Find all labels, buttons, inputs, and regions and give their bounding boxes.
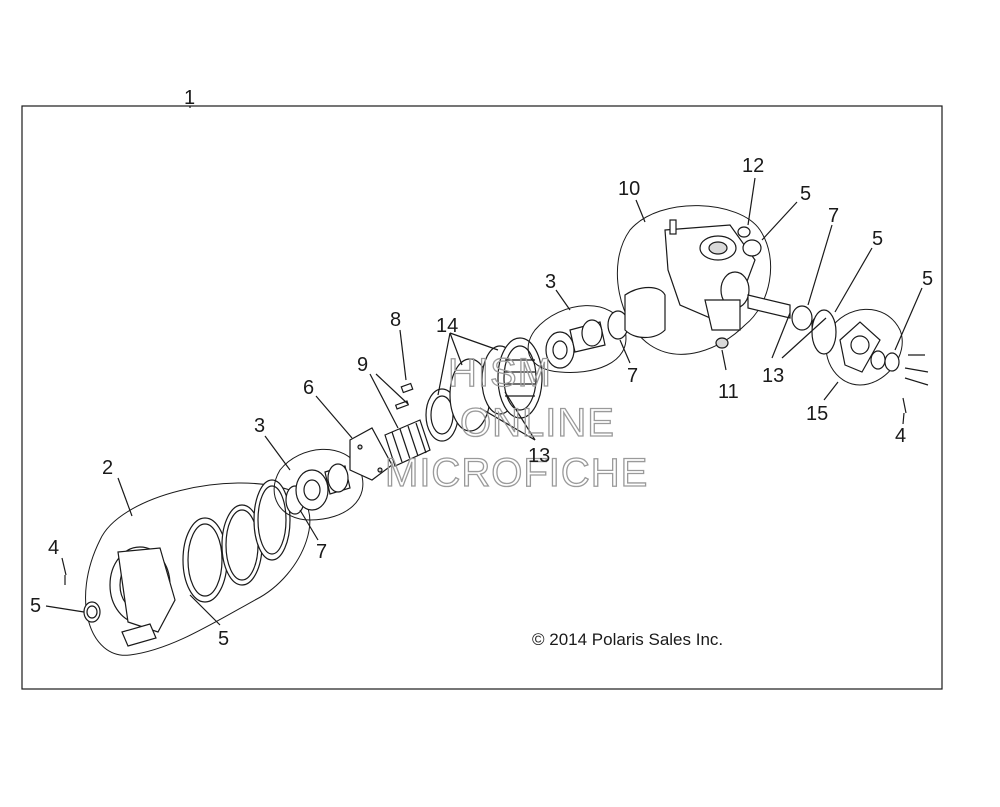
callout-4: 4 (895, 425, 906, 447)
callout-1: 1 (184, 87, 195, 109)
housing-lower-part (109, 546, 176, 647)
shaft-part (747, 294, 791, 319)
leader-lines (45, 177, 923, 626)
seal-part (742, 239, 762, 257)
oring-part (811, 309, 837, 355)
roller-cage-part (384, 419, 431, 467)
callout-10: 10 (618, 178, 640, 200)
fill-plug-part (737, 226, 751, 238)
seal-part (884, 352, 900, 372)
cup-part (624, 286, 666, 339)
seal-part (791, 305, 813, 331)
callout-5: 5 (872, 228, 883, 250)
copyright-text: © 2014 Polaris Sales Inc. (532, 630, 723, 649)
drain-plug-part (715, 337, 729, 349)
callout-13: 13 (528, 445, 550, 467)
watermark-line-3: MICROFICHE (385, 451, 648, 495)
callout-15: 15 (806, 403, 828, 425)
callout-8: 8 (390, 309, 401, 331)
callout-6: 6 (303, 377, 314, 399)
watermark-line-1: HISM (448, 351, 552, 395)
callout-5: 5 (218, 628, 229, 650)
callout-labels: 1 2 3 3 4 4 5 5 5 5 5 6 7 7 7 8 9 10 11 … (30, 87, 933, 650)
bearing-part (870, 350, 886, 370)
callout-7: 7 (316, 541, 327, 563)
housing-upper-part (664, 224, 756, 331)
cover-part (839, 321, 881, 373)
watermark: HISM ONLINE MICROFICHE (384, 350, 648, 495)
callout-7: 7 (828, 205, 839, 227)
callout-5: 5 (30, 595, 41, 617)
callout-12: 12 (742, 155, 764, 177)
group-3-outline (273, 448, 364, 521)
callout-11: 11 (718, 381, 739, 403)
group-3-upper-outline (527, 305, 627, 373)
callout-2: 2 (102, 457, 113, 479)
callout-4: 4 (48, 537, 59, 559)
callout-3: 3 (254, 415, 265, 437)
plug-part (669, 219, 677, 235)
pin-part (400, 382, 414, 394)
watermark-line-2: ONLINE (460, 401, 615, 445)
callout-5: 5 (922, 268, 933, 290)
callout-5: 5 (800, 183, 811, 205)
diagram-frame (21, 105, 943, 690)
group-2-outline (85, 482, 311, 656)
callout-13: 13 (762, 365, 784, 387)
callout-3: 3 (545, 271, 556, 293)
plate-part (349, 427, 393, 481)
callout-7: 7 (627, 365, 638, 387)
callout-14: 14 (436, 315, 458, 337)
callout-9: 9 (357, 354, 368, 376)
